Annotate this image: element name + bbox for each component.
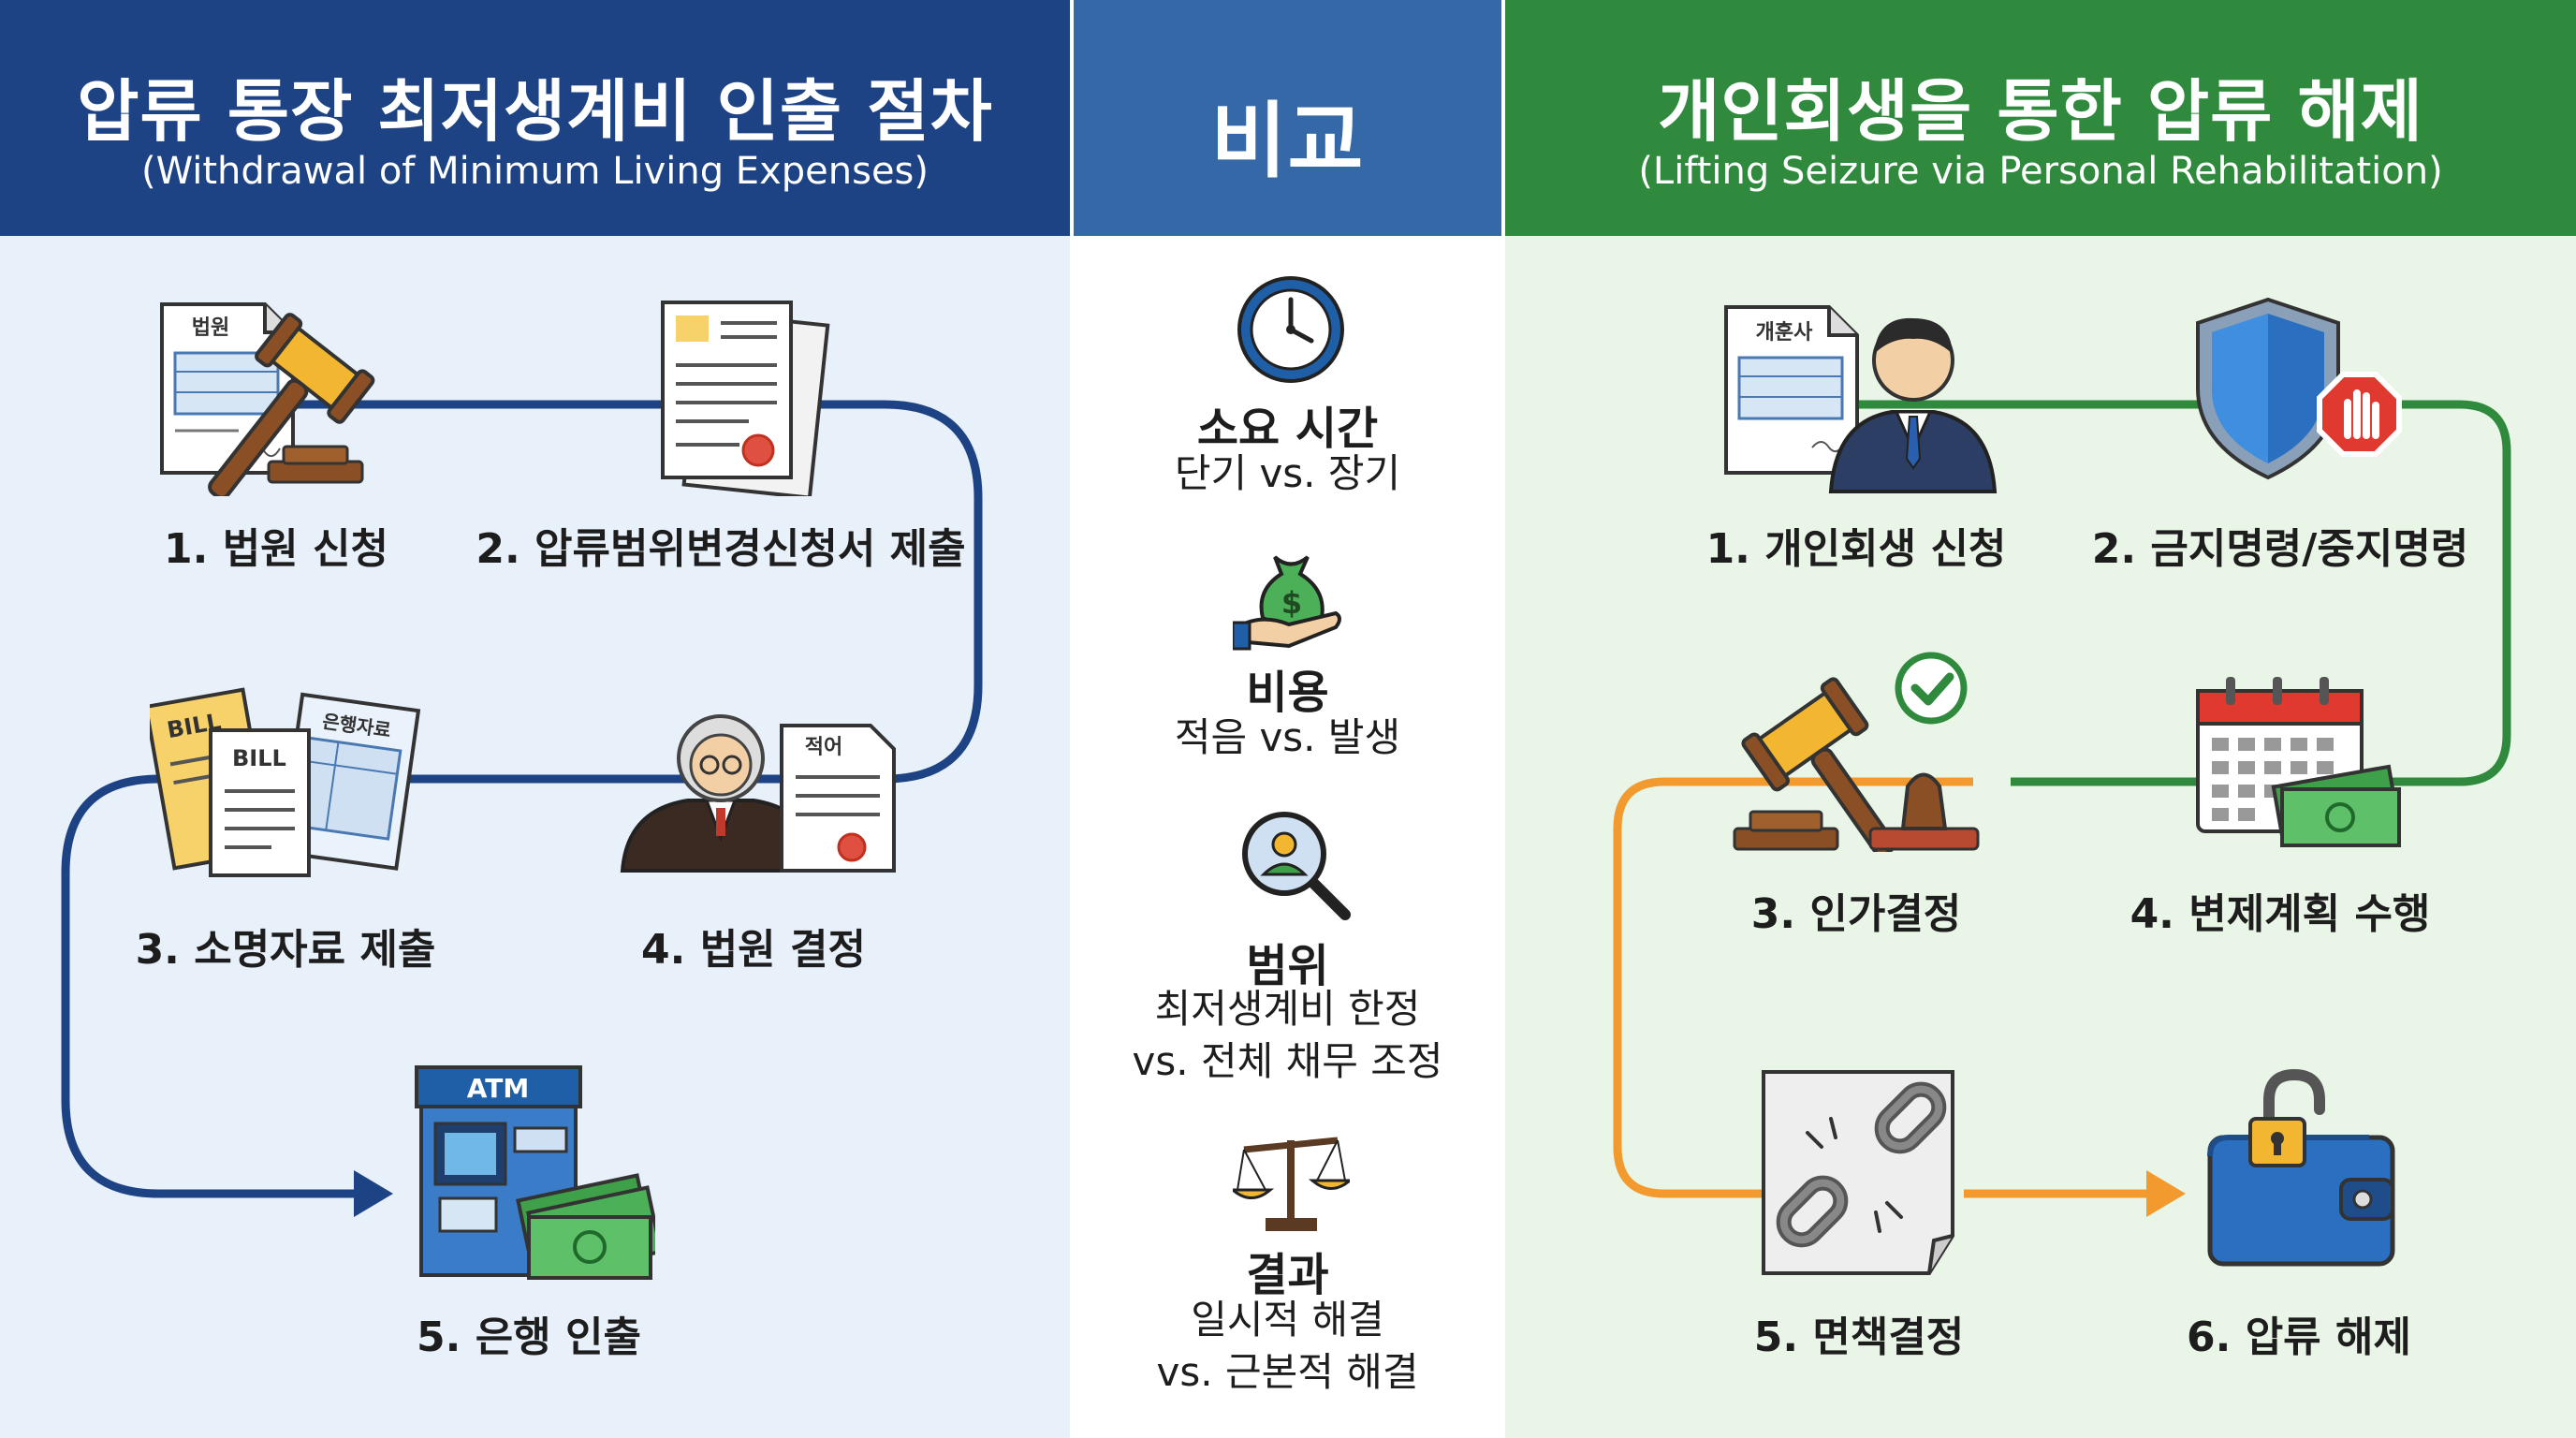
atm-text: ATM xyxy=(467,1073,529,1104)
rehabilitation-title: 개인회생을 통한 압류 해제 xyxy=(1658,72,2423,151)
clock-icon xyxy=(1237,276,1344,383)
step-label: 4. 법원 결정 xyxy=(641,926,866,974)
step-label: 1. 법원 신청 xyxy=(164,525,388,573)
application-form-icon xyxy=(661,301,830,496)
bill-text: BILL xyxy=(232,745,286,771)
money-bag-hand-icon: $ xyxy=(1233,555,1341,651)
judge-decision-icon: 적어 xyxy=(620,714,896,873)
lawyer-document-icon: 개훈사 xyxy=(1724,305,1998,493)
lawyer-doc-text: 개훈사 xyxy=(1756,321,1813,345)
rehabilitation-flow-path xyxy=(1613,400,2511,1217)
calendar-cash-icon xyxy=(2196,677,2401,847)
svg-text:$: $ xyxy=(1281,585,1302,621)
rehabilitation-panel: 개인회생을 통한 압류 해제 (Lifting Seizure via Pers… xyxy=(1505,0,2576,1438)
comparison-item-desc: vs. 근본적 해결 xyxy=(1156,1349,1419,1395)
broken-chain-icon xyxy=(1762,1070,1954,1275)
court-doc-text: 법원 xyxy=(192,316,229,340)
withdrawal-title: 압류 통장 최저생계비 인출 절차 xyxy=(77,72,993,151)
rehabilitation-subtitle: (Lifting Seizure via Personal Rehabilita… xyxy=(1638,150,2443,193)
comparison-item-desc: 일시적 해결 xyxy=(1191,1297,1384,1343)
withdrawal-header: 압류 통장 최저생계비 인출 절차 (Withdrawal of Minimum… xyxy=(0,0,1070,236)
step-label: 1. 개인회생 신청 xyxy=(1705,525,2007,573)
comparison-item-title: 소요 시간 xyxy=(1196,403,1379,455)
comparison-title: 비교 xyxy=(1210,93,1365,189)
shield-stop-icon xyxy=(2196,297,2402,480)
gavel-approval-icon xyxy=(1733,652,1980,852)
step-label: 3. 인가결정 xyxy=(1750,890,1962,938)
comparison-item-desc: 최저생계비 한정 xyxy=(1154,986,1421,1032)
step-label: 2. 금지명령/중지명령 xyxy=(2091,525,2469,573)
atm-cash-icon: ATM xyxy=(415,1065,655,1280)
comparison-panel: 비교 소요 시간 단기 vs. 장기 $ 비용 적음 vs. 발생 범위 최저생… xyxy=(1070,0,1505,1438)
comparison-header: 비교 xyxy=(1074,0,1501,236)
step-label: 3. 소명자료 제출 xyxy=(135,926,436,974)
step-label: 5. 면책결정 xyxy=(1753,1313,1965,1361)
unlocked-wallet-icon xyxy=(2207,1068,2395,1267)
comparison-item-title: 비용 xyxy=(1246,667,1329,719)
comparison-item-title: 결과 xyxy=(1246,1249,1329,1301)
step-label: 6. 압류 해제 xyxy=(2187,1313,2411,1361)
decision-doc-text: 적어 xyxy=(805,736,842,759)
step-label: 4. 변제계획 수행 xyxy=(2130,890,2431,938)
withdrawal-procedure-panel: 압류 통장 최저생계비 인출 절차 (Withdrawal of Minimum… xyxy=(0,0,1070,1438)
bills-documents-icon: BILL 은행자료 BILL xyxy=(150,687,421,877)
comparison-item-desc: 단기 vs. 장기 xyxy=(1174,450,1401,496)
step-label: 5. 은행 인출 xyxy=(417,1313,641,1361)
court-document-gavel-icon: 법원 xyxy=(160,302,375,496)
withdrawal-subtitle: (Withdrawal of Minimum Living Expenses) xyxy=(140,150,929,193)
magnifier-person-icon xyxy=(1242,812,1351,920)
rehabilitation-header: 개인회생을 통한 압류 해제 (Lifting Seizure via Pers… xyxy=(1505,0,2576,236)
comparison-item-desc: vs. 전체 채무 조정 xyxy=(1132,1038,1443,1084)
withdrawal-flow-path xyxy=(61,400,983,1217)
comparison-item-desc: 적음 vs. 발생 xyxy=(1174,714,1401,760)
comparison-item-title: 범위 xyxy=(1246,940,1329,992)
step-label: 2. 압류범위변경신청서 제출 xyxy=(476,525,966,573)
scales-icon xyxy=(1233,1137,1350,1231)
